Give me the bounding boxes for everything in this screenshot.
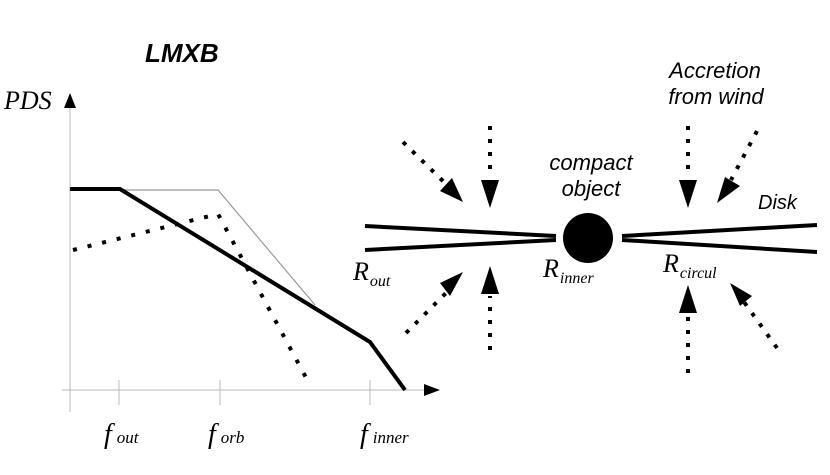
arrowhead-ll-diag (440, 272, 463, 296)
arrowhead-lr-diag (730, 283, 752, 306)
arrow-shaft-ll-diag (404, 290, 449, 335)
r-circul-main: R (662, 249, 679, 278)
r-out-sub: out (370, 273, 391, 290)
wind-arrows (401, 126, 779, 373)
diagram-title: LMXB (145, 38, 219, 68)
arrowhead-ur-vert (679, 180, 697, 208)
r-inner-main: R (542, 254, 559, 283)
compact-label-line1: compact (549, 150, 633, 175)
r-inner-label: Rinner (542, 254, 594, 287)
compact-label-line2: object (562, 176, 622, 201)
disk-left-upper (364, 224, 557, 238)
r-inner-sub: inner (560, 270, 595, 287)
r-circul-label: Rcircul (662, 249, 717, 282)
x-tick-label-out-sub: out (117, 428, 140, 447)
disk-left-lower (364, 238, 557, 252)
accretion-sketch: Accretion from wind compact object Disk … (352, 58, 818, 373)
x-axis-arrowhead (424, 384, 440, 396)
pds-curve-dotted (72, 211, 312, 386)
arrowhead-ll-vert (481, 266, 499, 294)
arrow-shaft-lr-diag (742, 300, 779, 350)
y-axis-label: PDS (3, 86, 52, 115)
accretion-label-line1: Accretion (667, 58, 761, 83)
disk-label: Disk (758, 192, 798, 214)
x-tick-label-orb-sub: orb (221, 428, 245, 447)
wind-arrowheads (440, 177, 752, 313)
x-tick-label-inner-sub: inner (373, 428, 409, 447)
r-out-main: R (352, 257, 369, 286)
disk-right-lower (621, 238, 818, 254)
r-circul-sub: circul (680, 265, 717, 282)
compact-object (563, 213, 613, 263)
arrowhead-ur-diag (717, 177, 740, 203)
x-tick-label-inner-main: f (360, 419, 371, 450)
y-axis-arrowhead (64, 93, 76, 108)
arrowhead-lr-vert (679, 285, 697, 313)
arrowhead-ul-vert (481, 180, 499, 208)
r-out-label: Rout (352, 257, 391, 290)
arrow-shaft-ul-diag (401, 140, 450, 188)
arrow-shaft-ur-diag (729, 130, 759, 181)
pds-curve-bold (70, 187, 407, 392)
x-tick-label-orb-main: f (208, 419, 219, 450)
accretion-label-line2: from wind (668, 84, 764, 109)
x-tick-label-out-main: f (104, 419, 115, 450)
disk-right-upper (621, 223, 818, 238)
arrowhead-ul-diag (440, 178, 463, 202)
